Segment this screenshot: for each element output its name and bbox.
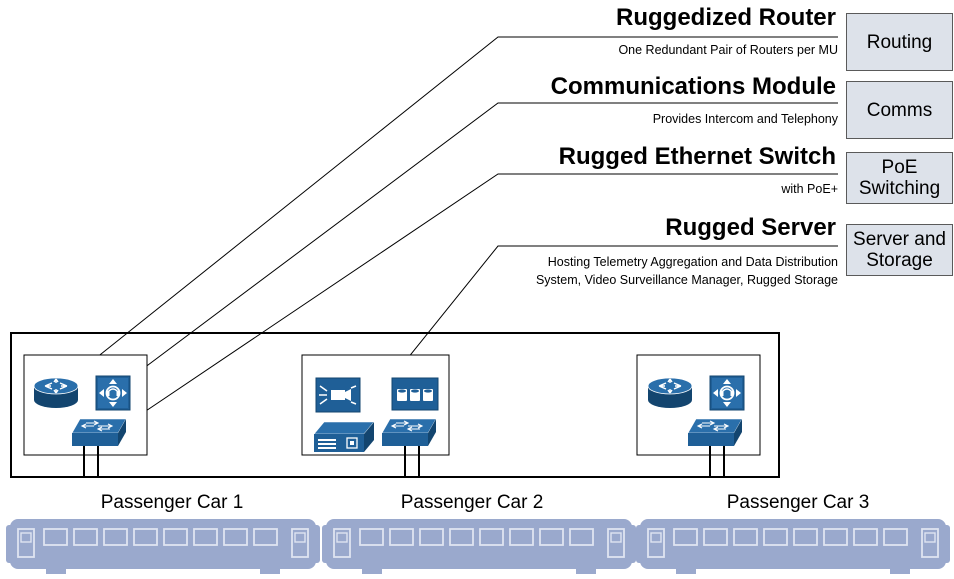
server-storage-function-box: Server and Storage [846, 224, 953, 276]
passenger-car-1-label: Passenger Car 1 [100, 492, 244, 513]
ethernet-links [83, 446, 725, 478]
router-icon [33, 377, 79, 409]
switch-leader-line [127, 173, 838, 424]
server-title: Rugged Server [665, 214, 836, 241]
camera-icon [315, 377, 361, 413]
server-icon [313, 421, 375, 453]
ethernet-switch-icon [71, 418, 127, 447]
routing-function-box: Routing [846, 13, 953, 71]
ethernet-switch-icon [381, 418, 437, 447]
storage-label: Storage [866, 250, 933, 271]
comms-title: Communications Module [550, 73, 836, 100]
network-enclosure [10, 332, 780, 478]
comms-leader-line [127, 102, 838, 381]
router-icon [647, 377, 693, 409]
routing-function-label: Routing [866, 31, 933, 53]
switch-description: with PoE+ [781, 182, 838, 196]
communications-module-icon [95, 375, 131, 411]
train-car-2 [321, 518, 637, 575]
train-car-1 [5, 518, 321, 575]
passenger-car-3-label: Passenger Car 3 [726, 492, 870, 513]
poe-switching-function-box: PoE Switching [846, 152, 953, 204]
server-and-label: Server and [853, 229, 946, 250]
switching-label: Switching [858, 178, 941, 199]
comms-description: Provides Intercom and Telephony [652, 112, 838, 126]
router-title: Ruggedized Router [616, 4, 836, 31]
passenger-car-2-label: Passenger Car 2 [400, 492, 544, 513]
router-description: One Redundant Pair of Routers per MU [618, 43, 838, 57]
switch-title: Rugged Ethernet Switch [558, 143, 836, 170]
server-description-line-1: Hosting Telemetry Aggregation and Data D… [547, 255, 838, 269]
train-car-3 [635, 518, 951, 575]
comms-function-label: Comms [866, 99, 933, 121]
storage-array-icon [391, 377, 439, 411]
poe-label: PoE [881, 157, 918, 178]
router-leader-line [85, 36, 838, 367]
communications-module-icon [709, 375, 745, 411]
server-description-line-2: System, Video Surveillance Manager, Rugg… [535, 273, 838, 287]
ethernet-switch-icon [687, 418, 743, 447]
comms-function-box: Comms [846, 81, 953, 139]
